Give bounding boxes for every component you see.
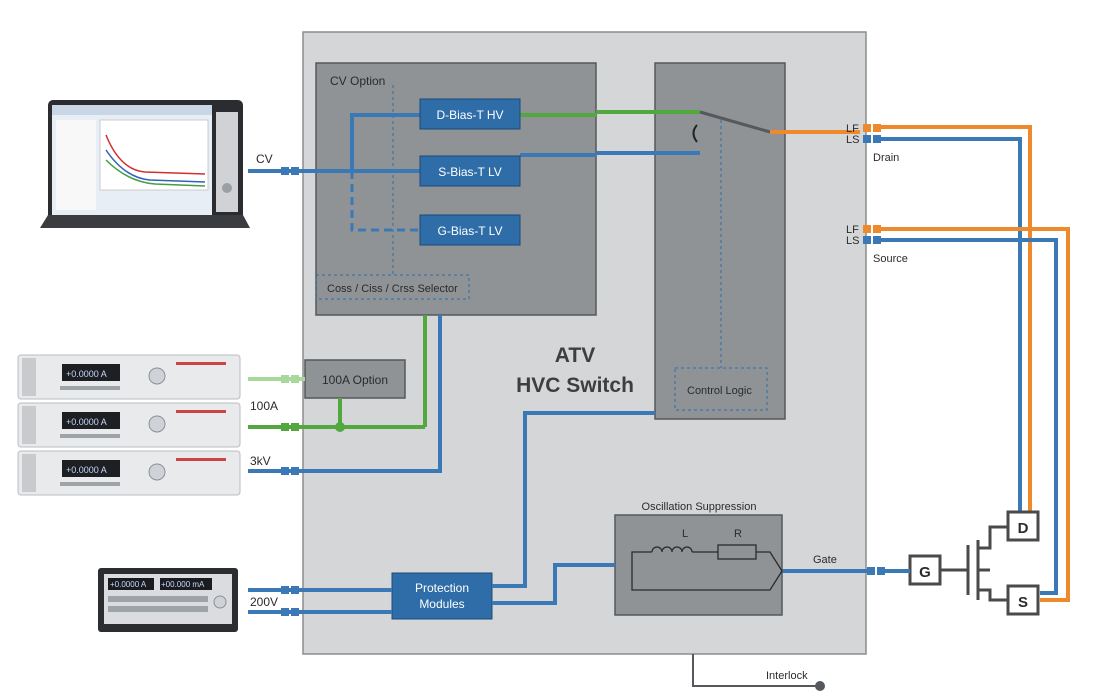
oscillation-suppression-block (614, 514, 783, 616)
smu-2-readout: +0.0000 A (66, 417, 107, 427)
input-connectors (281, 167, 299, 616)
option-100a-block (304, 359, 406, 399)
drain-label: Drain (873, 152, 899, 164)
protection-modules-line2: Modules (419, 597, 464, 611)
relay-switch (692, 110, 860, 143)
s-bias-t-lv-block (419, 155, 521, 187)
option-100a-label: 100A Option (322, 373, 388, 387)
source-label: Source (873, 253, 908, 265)
interlock-cable (692, 654, 820, 687)
drain-lf-label: LF (846, 123, 859, 135)
smu-instrument-3: +0.0000 A (17, 450, 241, 496)
gate-terminal-box (908, 554, 942, 586)
coss-ciss-crss-selector-label: Coss / Ciss / Crss Selector (327, 283, 458, 295)
drain-connectors (863, 124, 881, 143)
cv-dashed-wiring (350, 169, 420, 232)
gate-label: Gate (813, 554, 837, 566)
smu-3-readout: +0.0000 A (66, 465, 107, 475)
source-lf-label: LF (846, 224, 859, 236)
200v-input-label: 200V (250, 595, 278, 609)
drain-cables (881, 125, 1032, 512)
protection-modules-line1: Protection (415, 581, 469, 595)
dual-smu-readout-2: +00.000 mA (161, 580, 205, 589)
control-logic-block (674, 367, 768, 411)
interlock-label: Interlock (766, 670, 808, 682)
100a-input-label: 100A (250, 399, 278, 413)
gate-terminal-label: G (919, 564, 931, 581)
drain-terminal-box (1006, 510, 1040, 542)
smu-instrument-2: +0.0000 A (17, 402, 241, 448)
g-bias-t-lv-label: G-Bias-T LV (438, 224, 503, 238)
cv-input-label: CV (256, 152, 273, 166)
source-connectors (863, 225, 881, 244)
inductor-label: L (682, 528, 688, 540)
3kv-input-label: 3kV (250, 454, 271, 468)
gate-connector (867, 567, 885, 575)
resistor-label: R (734, 528, 742, 540)
source-cables (881, 227, 1070, 602)
coss-ciss-crss-selector (315, 274, 470, 300)
dual-smu-instrument: +0.0000 A +00.000 mA (98, 568, 238, 632)
protection-modules-block (391, 572, 493, 620)
source-terminal-box (1006, 584, 1040, 616)
dual-smu-readout-1: +0.0000 A (110, 580, 147, 589)
interlock-terminal (815, 681, 825, 691)
gate-path-wiring (248, 315, 655, 614)
switch-title-line2: HVC Switch (516, 374, 634, 397)
100a-junction (335, 422, 345, 432)
mosfet-symbol (940, 525, 1008, 602)
smu-instrument-1: +0.0000 A (17, 354, 241, 400)
s-bias-t-lv-label: S-Bias-T LV (438, 165, 502, 179)
d-bias-t-hv-block (419, 98, 521, 130)
cv-option-label: CV Option (330, 74, 385, 88)
drain-ls-label: LS (846, 134, 859, 146)
source-terminal-label: S (1018, 594, 1028, 611)
control-logic-label: Control Logic (687, 385, 752, 397)
switch-matrix-block (654, 62, 786, 420)
drain-terminal-label: D (1018, 520, 1029, 537)
smu-1-readout: +0.0000 A (66, 369, 107, 379)
cv-to-switch-wiring (596, 110, 700, 155)
source-ls-label: LS (846, 235, 859, 247)
g-bias-t-lv-block (419, 214, 521, 246)
parameter-analyzer-instrument (40, 100, 250, 228)
switch-title-line1: ATV (555, 344, 595, 367)
d-bias-t-hv-label: D-Bias-T HV (436, 108, 503, 122)
oscillation-suppression-label: Oscillation Suppression (642, 501, 757, 513)
lr-circuit (631, 544, 783, 591)
